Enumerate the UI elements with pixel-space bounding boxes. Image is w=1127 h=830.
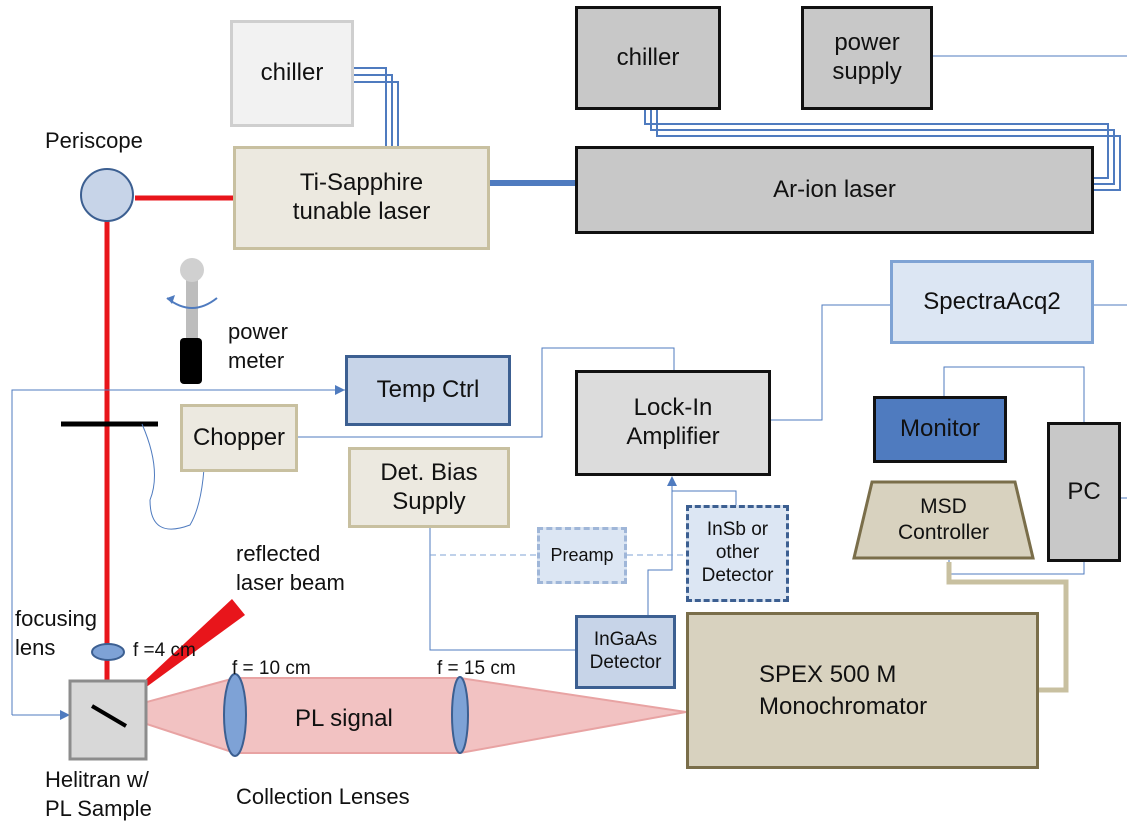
monitor-box: Monitor: [873, 396, 1007, 463]
arrow-sample: [60, 710, 70, 720]
lock-in-amplifier-box: Lock-In Amplifier: [575, 370, 771, 476]
collection-lens-2-icon: [451, 676, 469, 754]
spectraacq-box: SpectraAcq2: [890, 260, 1094, 344]
ti-sapphire-box: Ti-Sapphire tunable laser: [233, 146, 490, 250]
arrow-lockin: [667, 476, 677, 486]
reflected-beam-label: reflected laser beam: [236, 541, 345, 595]
msd-controller-box: MSD Controller: [852, 480, 1035, 560]
focusing-lens-icon: [91, 643, 125, 661]
coolant-tubes-right: [644, 110, 1121, 191]
pl-signal-label: PL signal: [295, 705, 393, 732]
arrow-temp: [335, 385, 345, 395]
f10-label: f = 10 cm: [232, 658, 311, 679]
msd-trapezoid-shape: [852, 480, 1035, 560]
pl-cone: [106, 677, 687, 754]
chopper-cable: [141, 423, 206, 530]
laser-beam: [104, 195, 233, 718]
msd-controller-label: MSD Controller: [897, 494, 990, 544]
temp-ctrl-box: Temp Ctrl: [345, 355, 511, 426]
chiller-left-box: chiller: [230, 20, 354, 127]
f4-label: f =4 cm: [133, 640, 196, 661]
collection-lens-1-icon: [223, 673, 247, 757]
ingaas-detector-box: InGaAs Detector: [575, 615, 676, 689]
msd-cable: [946, 562, 1069, 693]
det-bias-supply-box: Det. Bias Supply: [348, 447, 510, 528]
insb-detector-box: InSb or other Detector: [686, 505, 789, 602]
chopper-box: Chopper: [180, 404, 298, 472]
sample-icon: [90, 704, 128, 728]
coolant-tubes-left: [354, 67, 399, 146]
power-meter-label: power meter: [228, 319, 288, 373]
ar-ion-laser-box: Ar-ion laser: [575, 146, 1094, 234]
collection-lenses-label: Collection Lenses: [236, 784, 410, 809]
spex-monochromator-box: SPEX 500 M Monochromator: [686, 612, 1039, 769]
power-meter-icon: [166, 258, 218, 384]
chiller-right-box: chiller: [575, 6, 721, 110]
f15-label: f = 15 cm: [437, 658, 516, 679]
pc-box: PC: [1047, 422, 1121, 562]
spex-monochromator-label: SPEX 500 M Monochromator: [759, 661, 928, 720]
preamp-box: Preamp: [537, 527, 627, 584]
helitran-label: Helitran w/ PL Sample: [45, 767, 152, 821]
periscope-label: Periscope: [45, 128, 143, 153]
periscope-icon: [80, 168, 134, 222]
helitran-icon: [68, 679, 148, 761]
focusing-lens-label: focusing lens: [15, 606, 97, 660]
power-supply-box: power supply: [801, 6, 933, 110]
